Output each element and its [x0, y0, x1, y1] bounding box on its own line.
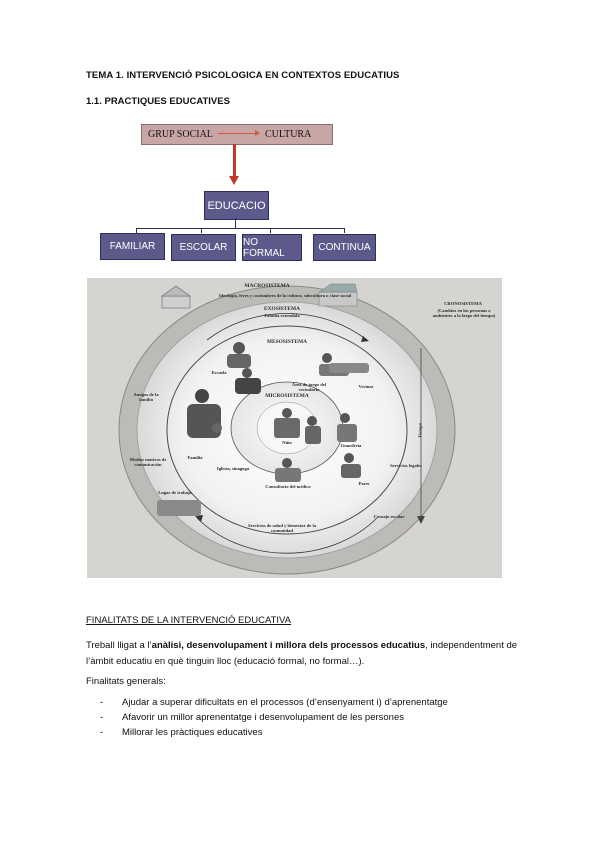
branch-no-formal: NO FORMAL	[242, 234, 302, 261]
para-bold: anàlisi, desenvolupament i millora dels …	[151, 640, 426, 651]
connector-familiar	[136, 228, 137, 233]
ecological-rings	[87, 278, 502, 578]
list-item: - Ajudar a superar dificultats en el proc…	[100, 697, 448, 712]
crono-label: CRONOSISTEMA	[444, 301, 482, 306]
label-iglesia: Iglesia, sinagoga	[216, 466, 250, 471]
meso-ring	[166, 325, 408, 535]
para-end: , independentment de l’àmbit educatiu en…	[86, 640, 518, 667]
topic-heading: TEMA 1. INTERVENCIÓ PSICOLOGICA EN CONTE…	[86, 70, 400, 81]
down-arrow-icon	[229, 176, 239, 185]
finalitats-title: FINALITATS DE LA INTERVENCIÓ EDUCATIVA	[86, 615, 291, 626]
label-amigos: Amigos de la familia	[133, 392, 159, 402]
connector-bar	[136, 228, 344, 229]
connector-continua	[344, 228, 345, 233]
exo-label: EXOSISTEMA	[264, 306, 300, 312]
exo-description: Familia extendida	[264, 313, 300, 318]
label-nino: Niño	[282, 440, 292, 445]
macro-description: Ideología, leyes y costumbres de la cult…	[218, 293, 352, 298]
meso-label: MESOSISTEMA	[266, 339, 308, 345]
connector-trunk	[235, 218, 236, 228]
grup-social-label: GRUP SOCIAL	[148, 129, 213, 140]
label-familia: Familia	[187, 455, 203, 460]
label-vecinos: Vecinos	[358, 384, 374, 389]
time-label: Tiempo	[417, 422, 423, 438]
macro-label: MACROSISTEMA	[244, 283, 290, 289]
label-guarderia: Guardería	[340, 443, 362, 448]
social-culture-box: GRUP SOCIAL CULTURA	[141, 124, 333, 145]
cultura-label: CULTURA	[265, 129, 312, 140]
label-pares: Pares	[358, 481, 370, 486]
list-item-text: Afavorir un millor aprenentatge i desenv…	[122, 712, 404, 723]
finalitats-list: - Ajudar a superar dificultats en el proc…	[100, 697, 448, 742]
label-servicios-salud: Servicios de salud y bienestar de la com…	[247, 523, 317, 533]
branch-escolar: ESCOLAR	[171, 234, 236, 261]
label-consejo: Consejo escolar	[373, 514, 405, 519]
connector-escolar	[201, 228, 202, 233]
list-item-text: Millorar les pràctiques educatives	[122, 727, 263, 738]
list-dash: -	[100, 727, 104, 738]
intro-paragraph: Treball lligat a l’anàlisi, desenvolupam…	[86, 638, 526, 670]
list-dash: -	[100, 697, 104, 708]
ecological-systems-figure: MACROSISTEMA Ideología, leyes y costumbr…	[87, 278, 502, 578]
list-item: - Millorar les pràctiques educatives	[100, 727, 448, 742]
branch-familiar: FAMILIAR	[100, 233, 165, 260]
section-heading: 1.1. PRACTIQUES EDUCATIVES	[86, 96, 230, 107]
educacio-node: EDUCACIO	[204, 191, 269, 220]
finalitats-generals-label: Finalitats generals:	[86, 676, 166, 687]
list-dash: -	[100, 712, 104, 723]
para-start: Treball lligat a l’	[86, 640, 152, 651]
right-arrow-icon	[218, 130, 260, 136]
label-area-juego: Área de juego del vecindario	[291, 382, 327, 392]
list-item-text: Ajudar a superar dificultats en el proce…	[122, 697, 448, 708]
list-item: - Afavorir un millor aprenentatge i desen…	[100, 712, 448, 727]
label-consultorio: Consultorio del médico	[265, 484, 311, 489]
micro-label: MICROSISTEMA	[265, 393, 309, 399]
label-servicios-legales: Servicios legales	[390, 463, 422, 468]
crono-description: (Cambios en las personas o ambientes a l…	[432, 308, 496, 318]
connector-no-formal	[270, 228, 271, 233]
label-escuela: Escuela	[211, 370, 227, 375]
label-medios: Medios masivos de comunicación	[129, 457, 167, 467]
branch-continua: CONTINUA	[313, 234, 376, 261]
label-lugar-trabajo: Lugar de trabajo	[158, 490, 192, 495]
down-arrow-shaft	[233, 144, 236, 178]
